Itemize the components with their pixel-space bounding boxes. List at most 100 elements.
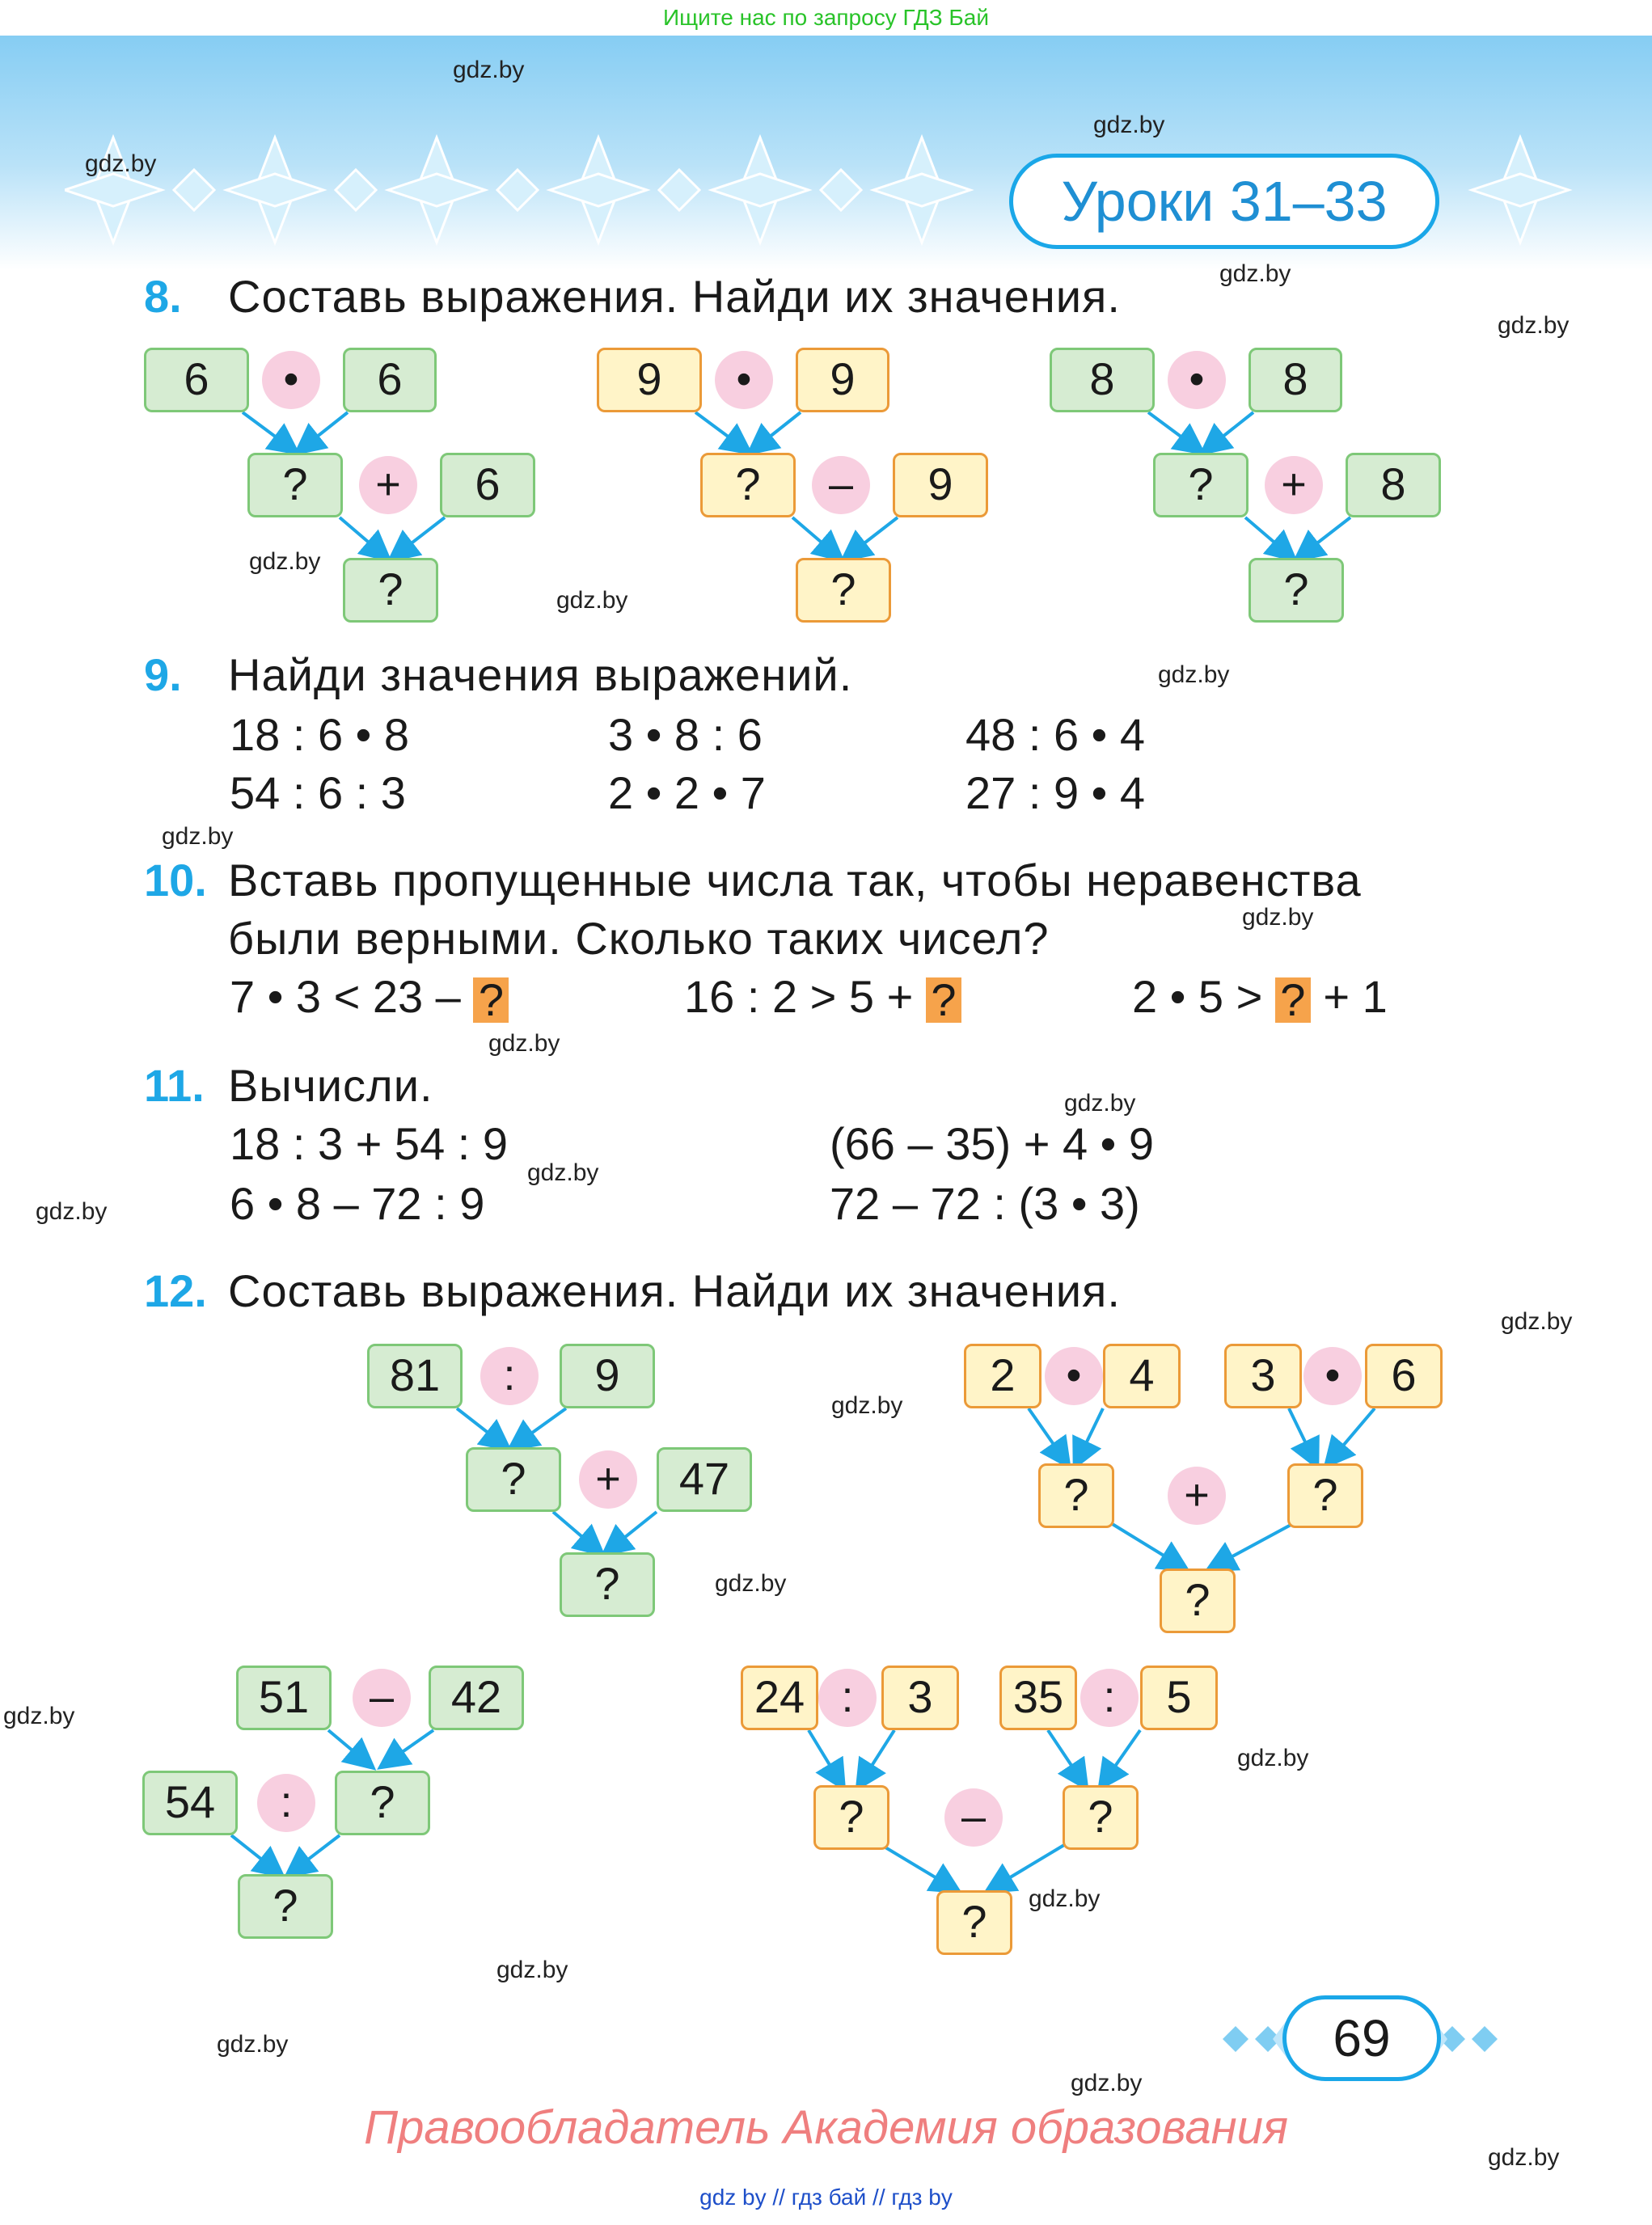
task-11-number: 11. — [144, 1060, 205, 1111]
operand-box: 8 — [1346, 453, 1441, 517]
missing-number-box[interactable]: ? — [473, 977, 509, 1024]
watermark: gdz.by — [3, 1703, 75, 1729]
operand-box: 3 — [1224, 1344, 1302, 1408]
operator-circle: : — [257, 1774, 315, 1832]
inequality-2: 16 : 2 > 5 + ? — [684, 970, 961, 1024]
answer-box[interactable]: ? — [335, 1771, 430, 1835]
watermark: gdz.by — [831, 1392, 903, 1419]
task-12-text: Составь выражения. Найди их значения. — [228, 1265, 1121, 1316]
operand-box: 24 — [741, 1666, 818, 1730]
inequality-1: 7 • 3 < 23 – ? — [230, 970, 509, 1024]
operand-box: 2 — [964, 1344, 1041, 1408]
watermark: gdz.by — [85, 150, 157, 177]
lesson-title: Уроки 31–33 — [1009, 154, 1439, 249]
task-8-text: Составь выражения. Найди их значения. — [228, 271, 1121, 322]
footer-links[interactable]: gdz by // гдз бай // гдз by — [699, 2185, 953, 2210]
task-8-number: 8. — [144, 271, 182, 322]
operator-circle: : — [1080, 1669, 1139, 1727]
missing-number-box[interactable]: ? — [1274, 977, 1311, 1024]
watermark: gdz.by — [217, 2031, 289, 2058]
missing-number-box[interactable]: ? — [925, 977, 961, 1024]
expression: (66 – 35) + 4 • 9 — [830, 1118, 1154, 1169]
answer-box[interactable]: ? — [1160, 1568, 1236, 1633]
task-12-number: 12. — [144, 1265, 207, 1316]
operand-box: 4 — [1103, 1344, 1181, 1408]
task-10-text-line1: Вставь пропущенные числа так, чтобы нера… — [228, 855, 1362, 906]
expression: 48 : 6 • 4 — [965, 709, 1145, 760]
watermark: gdz.by — [1064, 1090, 1136, 1117]
operand-box: 51 — [236, 1666, 332, 1730]
watermark: gdz.by — [1219, 260, 1291, 287]
expression: 2 • 2 • 7 — [608, 767, 766, 818]
operator-circle: • — [1168, 351, 1226, 409]
operand-box: 54 — [142, 1771, 238, 1835]
operand-box: 6 — [440, 453, 535, 517]
expression: 72 – 72 : (3 • 3) — [830, 1178, 1140, 1229]
watermark: gdz.by — [1501, 1308, 1573, 1335]
operand-box: 6 — [144, 348, 249, 412]
answer-box[interactable]: ? — [1249, 558, 1344, 623]
answer-box[interactable]: ? — [560, 1552, 655, 1617]
answer-box[interactable]: ? — [1063, 1785, 1139, 1850]
operator-circle: + — [359, 456, 417, 514]
watermark: gdz.by — [249, 548, 321, 575]
inequality-text: 16 : 2 > 5 + — [684, 971, 914, 1022]
operator-circle: + — [579, 1450, 637, 1509]
task-9-number: 9. — [144, 649, 182, 700]
operator-circle: + — [1265, 456, 1323, 514]
answer-box[interactable]: ? — [1287, 1463, 1363, 1528]
operator-circle: – — [944, 1788, 1003, 1847]
task-11-text: Вычисли. — [228, 1060, 433, 1111]
top-banner[interactable]: Ищите нас по запросу ГДЗ Бай — [0, 0, 1652, 36]
operator-circle: • — [1303, 1347, 1362, 1405]
expression: 6 • 8 – 72 : 9 — [230, 1178, 485, 1229]
operand-box: 9 — [560, 1344, 655, 1408]
answer-box[interactable]: ? — [343, 558, 438, 623]
watermark: gdz.by — [496, 1957, 568, 1983]
watermark: gdz.by — [488, 1030, 560, 1057]
task-10-number: 10. — [144, 855, 207, 906]
inequality-text: + 1 — [1323, 971, 1388, 1022]
ornament-snowflake-right — [1468, 133, 1573, 247]
watermark: gdz.by — [1242, 904, 1314, 931]
page-number: 69 — [1282, 1995, 1441, 2081]
answer-box[interactable]: ? — [1038, 1463, 1114, 1528]
answer-box[interactable]: ? — [247, 453, 343, 517]
answer-box[interactable]: ? — [1153, 453, 1249, 517]
answer-box[interactable]: ? — [813, 1785, 889, 1850]
answer-box[interactable]: ? — [700, 453, 796, 517]
answer-box[interactable]: ? — [238, 1874, 333, 1939]
watermark: gdz.by — [36, 1198, 108, 1225]
operand-box: 9 — [796, 348, 889, 412]
watermark: gdz.by — [453, 57, 525, 83]
operator-circle: : — [818, 1669, 877, 1727]
answer-box[interactable]: ? — [466, 1447, 561, 1512]
watermark: gdz.by — [556, 587, 628, 614]
expression: 27 : 9 • 4 — [965, 767, 1145, 818]
watermark: gdz.by — [1093, 112, 1165, 138]
answer-box[interactable]: ? — [936, 1890, 1012, 1955]
operator-circle: • — [262, 351, 320, 409]
operator-circle: – — [812, 456, 870, 514]
expression: 54 : 6 : 3 — [230, 767, 406, 818]
watermark: gdz.by — [527, 1159, 599, 1186]
operand-box: 6 — [1365, 1344, 1443, 1408]
operand-box: 9 — [597, 348, 702, 412]
watermark: gdz.by — [1071, 2070, 1143, 2096]
operand-box: 35 — [999, 1666, 1077, 1730]
operand-box: 9 — [893, 453, 988, 517]
watermark: gdz.by — [162, 823, 234, 850]
inequality-3: 2 • 5 > ? + 1 — [1132, 970, 1388, 1024]
task-9-text: Найди значения выражений. — [228, 649, 853, 700]
copyright-holder: Правообладатель Академия образования — [364, 2101, 1288, 2154]
watermark: gdz.by — [1498, 312, 1570, 339]
operator-circle: – — [353, 1669, 411, 1727]
watermark: gdz.by — [1488, 2144, 1560, 2171]
operand-box: 81 — [367, 1344, 463, 1408]
answer-box[interactable]: ? — [796, 558, 891, 623]
ornament-snowflakes — [65, 133, 974, 247]
operator-circle: • — [715, 351, 773, 409]
watermark: gdz.by — [715, 1570, 787, 1597]
operand-box: 42 — [429, 1666, 524, 1730]
